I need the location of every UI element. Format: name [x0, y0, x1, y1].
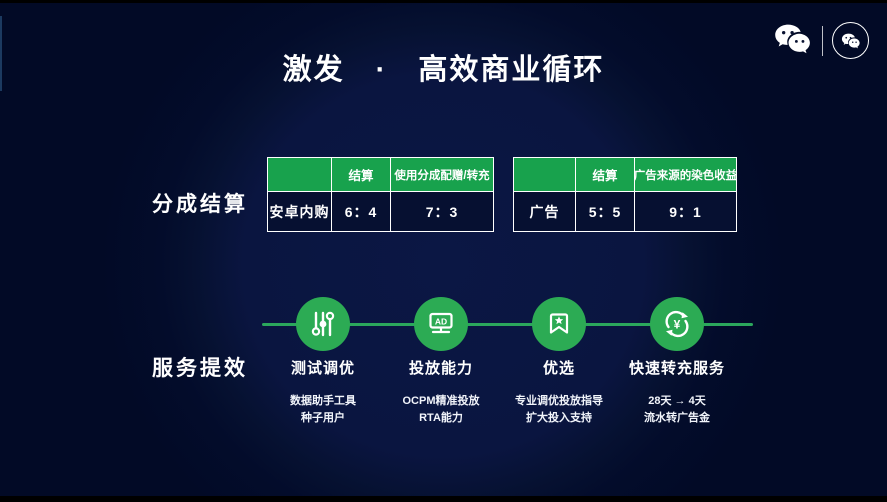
step-sublabel: 专业调优投放指导 扩大投入支持: [479, 393, 639, 427]
table-header-cell: 结算: [332, 158, 390, 191]
wechat-minigame-badge-icon: [832, 22, 869, 59]
left-edge-artifact: [0, 16, 2, 91]
flow-step-testing: 测试调优 数据助手工具 种子用户: [243, 297, 403, 427]
wechat-logo-icon: [773, 22, 813, 59]
flow-connector-line: [262, 323, 753, 326]
step-sublabel: OCPM精准投放 RTA能力: [361, 393, 521, 427]
section-label-settlement: 分成结算: [152, 193, 248, 216]
step-subline: 扩大投入支持: [526, 412, 592, 424]
bookmark-star-icon: [532, 297, 586, 351]
settlement-table-android: 结算 使用分成配赠/转充 安卓内购 6：4 7：3: [267, 157, 494, 232]
step-sublabel: 28天 → 4天 流水转广告金: [597, 393, 757, 427]
step-subline: 专业调优投放指导: [515, 395, 603, 407]
step-sublabel: 数据助手工具 种子用户: [243, 393, 403, 427]
step-subline: OCPM精准投放: [402, 395, 480, 407]
ad-icon-text: AD: [435, 316, 447, 326]
top-letterbox-bar: [0, 0, 887, 3]
step-label: 投放能力: [408, 360, 473, 377]
table-header-cell: 结算: [576, 158, 634, 191]
table-cell-value: 7：3: [391, 192, 493, 231]
table-row-label: 广告: [514, 192, 575, 231]
ad-display-icon: AD: [414, 297, 468, 351]
table-header-cell: [268, 158, 331, 191]
step-label: 测试调优: [290, 360, 355, 377]
table-row-label: 安卓内购: [268, 192, 331, 231]
yuan-icon-text: ¥: [674, 318, 681, 332]
flow-step-fast-recharge: ¥ 快速转充服务 28天 → 4天 流水转广告金: [597, 297, 757, 427]
step-subline: 28天 → 4天: [648, 395, 706, 407]
step-subline: 数据助手工具: [290, 395, 356, 407]
section-label-efficiency: 服务提效: [152, 357, 248, 380]
table-cell-value: 9：1: [635, 192, 736, 231]
brand-divider: [822, 25, 823, 56]
table-cell-value: 6：4: [332, 192, 390, 231]
step-label: 优选: [542, 360, 575, 377]
step-subline: RTA能力: [419, 412, 463, 424]
table-header-cell: 广告来源的染色收益: [634, 158, 737, 191]
step-subline: 流水转广告金: [644, 412, 710, 424]
cycle-yuan-icon: ¥: [650, 297, 704, 351]
table-header-cell: [514, 158, 575, 191]
bottom-letterbox-bar: [0, 496, 887, 502]
table-header-cell: 使用分成配赠/转充: [391, 158, 493, 191]
tune-sliders-icon: [296, 297, 350, 351]
step-label: 快速转充服务: [628, 360, 725, 377]
table-cell-value: 5：5: [576, 192, 634, 231]
flow-step-featured: 优选 专业调优投放指导 扩大投入支持: [479, 297, 639, 427]
page-title: 激发 · 高效商业循环: [282, 54, 605, 86]
settlement-table-ads: 结算 广告来源的染色收益 广告 5：5 9：1: [513, 157, 737, 232]
flow-step-ad-delivery: AD 投放能力 OCPM精准投放 RTA能力: [361, 297, 521, 427]
step-subline: 种子用户: [301, 412, 345, 424]
brand-logos: [773, 22, 869, 59]
